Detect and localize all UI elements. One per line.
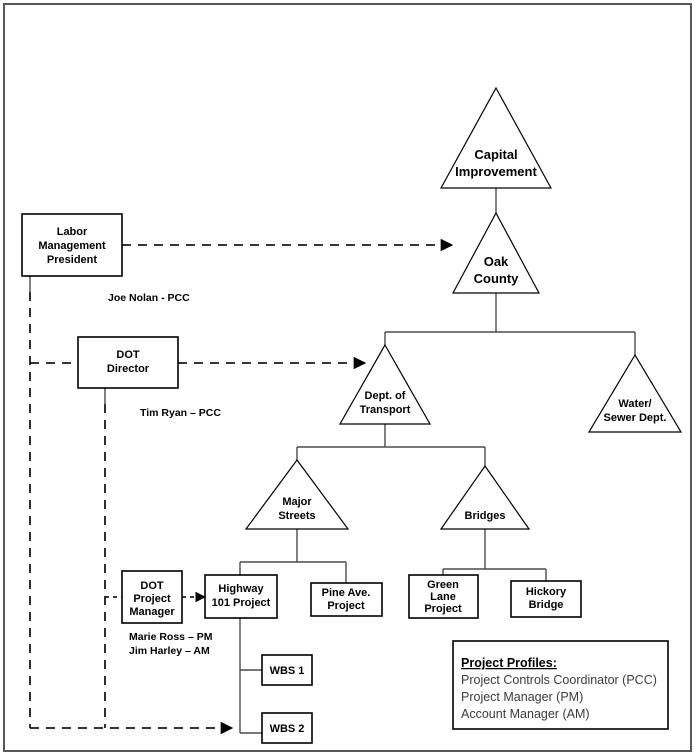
- green-lane-project-line-2: Lane: [430, 591, 456, 603]
- dept-of-transport-label-line-1: Dept. of: [365, 390, 406, 402]
- node-hickory-bridge[interactable]: Hickory Bridge: [510, 580, 582, 618]
- jim-harley-annotation: Jim Harley – AM: [129, 645, 210, 657]
- node-wbs-1[interactable]: WBS 1: [261, 654, 313, 686]
- legend-box: [452, 640, 669, 730]
- highway-101-project-box[interactable]: [204, 574, 278, 619]
- project-profiles-legend: Project Profiles: Project Controls Coord…: [452, 640, 669, 730]
- tim-ryan-annotation: Tim Ryan – PCC: [140, 407, 221, 419]
- node-highway-101-project[interactable]: Highway 101 Project: [204, 574, 278, 619]
- major-streets-label-line-2: Streets: [278, 510, 315, 522]
- page-border: [3, 3, 692, 752]
- capital-improvement-label-line-1: Capital: [474, 147, 517, 162]
- water-sewer-dept-label-line-1: Water/: [618, 398, 651, 410]
- dot-director-line-2: Director: [107, 363, 150, 375]
- hickory-bridge-line-1: Hickory: [526, 586, 567, 598]
- node-oak-county[interactable]: Oak County: [451, 211, 541, 294]
- labor-management-president-line-1: Labor: [57, 226, 88, 238]
- green-lane-project-line-3: Project: [424, 603, 462, 615]
- oak-county-triangle[interactable]: [451, 211, 541, 294]
- node-major-streets[interactable]: Major Streets: [244, 458, 350, 530]
- legend-entry-pcc: Project Controls Coordinator (PCC): [461, 673, 657, 687]
- hickory-bridge-box[interactable]: [510, 580, 582, 618]
- dept-of-transport-label-line-2: Transport: [360, 404, 411, 416]
- wbs-2-box[interactable]: [261, 712, 313, 744]
- node-dot-director[interactable]: DOT Director: [77, 336, 179, 389]
- node-dot-project-manager[interactable]: DOT Project Manager: [121, 570, 183, 624]
- marie-ross-annotation: Marie Ross – PM: [129, 631, 213, 643]
- node-green-lane-project[interactable]: Green Lane Project: [408, 574, 479, 619]
- node-pine-ave-project[interactable]: Pine Ave. Project: [310, 582, 383, 617]
- water-sewer-dept-triangle[interactable]: [587, 353, 683, 433]
- dot-director-line-1: DOT: [116, 349, 140, 361]
- dept-of-transport-triangle[interactable]: [338, 343, 432, 425]
- pine-ave-project-line-2: Project: [327, 600, 365, 612]
- node-capital-improvement[interactable]: Capital Improvement: [439, 86, 553, 189]
- major-streets-label-line-1: Major: [282, 496, 312, 508]
- water-sewer-dept-label-line-2: Sewer Dept.: [604, 412, 667, 424]
- legend-entry-pm: Project Manager (PM): [461, 690, 583, 704]
- hickory-bridge-line-2: Bridge: [529, 599, 564, 611]
- node-bridges[interactable]: Bridges: [439, 464, 531, 530]
- node-dept-of-transport[interactable]: Dept. of Transport: [338, 343, 432, 425]
- triangle-nodes: Capital Improvement Oak County Dept. of …: [244, 86, 683, 530]
- dot-project-manager-line-1: DOT: [140, 580, 164, 592]
- oak-county-label-line-2: County: [474, 271, 520, 286]
- dot-project-manager-box[interactable]: [121, 570, 183, 624]
- capital-improvement-triangle[interactable]: [439, 86, 553, 189]
- oak-county-label-line-1: Oak: [484, 254, 509, 269]
- legend-title: Project Profiles:: [461, 656, 557, 670]
- hierarchy-links: [29, 188, 636, 734]
- node-wbs-2[interactable]: WBS 2: [261, 712, 313, 744]
- wbs-1-line-1: WBS 1: [270, 665, 305, 677]
- pine-ave-project-line-1: Pine Ave.: [322, 587, 371, 599]
- bridges-triangle[interactable]: [439, 464, 531, 530]
- bridges-label-line-1: Bridges: [465, 510, 506, 522]
- highway-101-project-line-1: Highway: [218, 583, 264, 595]
- green-lane-project-box[interactable]: [408, 574, 479, 619]
- dot-director-box[interactable]: [77, 336, 179, 389]
- wbs-2-line-1: WBS 2: [270, 723, 305, 735]
- wbs-1-box[interactable]: [261, 654, 313, 686]
- box-nodes: Labor Management President DOT Director …: [21, 213, 582, 744]
- node-labor-management-president[interactable]: Labor Management President: [21, 213, 123, 277]
- major-streets-triangle[interactable]: [244, 458, 350, 530]
- labor-management-president-box[interactable]: [21, 213, 123, 277]
- annotations: Joe Nolan - PCC Tim Ryan – PCC Marie Ros…: [108, 292, 221, 657]
- green-lane-project-line-1: Green: [427, 579, 459, 591]
- labor-management-president-line-3: President: [47, 254, 97, 266]
- pine-ave-project-box[interactable]: [310, 582, 383, 617]
- node-water-sewer-dept[interactable]: Water/ Sewer Dept.: [587, 353, 683, 433]
- dashed-reporting-links: [29, 238, 454, 735]
- capital-improvement-label-line-2: Improvement: [455, 164, 537, 179]
- dot-project-manager-line-3: Manager: [129, 606, 175, 618]
- legend-entry-am: Account Manager (AM): [461, 707, 590, 721]
- joe-nolan-annotation: Joe Nolan - PCC: [108, 292, 190, 304]
- labor-management-president-line-2: Management: [38, 240, 106, 252]
- dot-project-manager-line-2: Project: [133, 593, 171, 605]
- highway-101-project-line-2: 101 Project: [212, 597, 271, 609]
